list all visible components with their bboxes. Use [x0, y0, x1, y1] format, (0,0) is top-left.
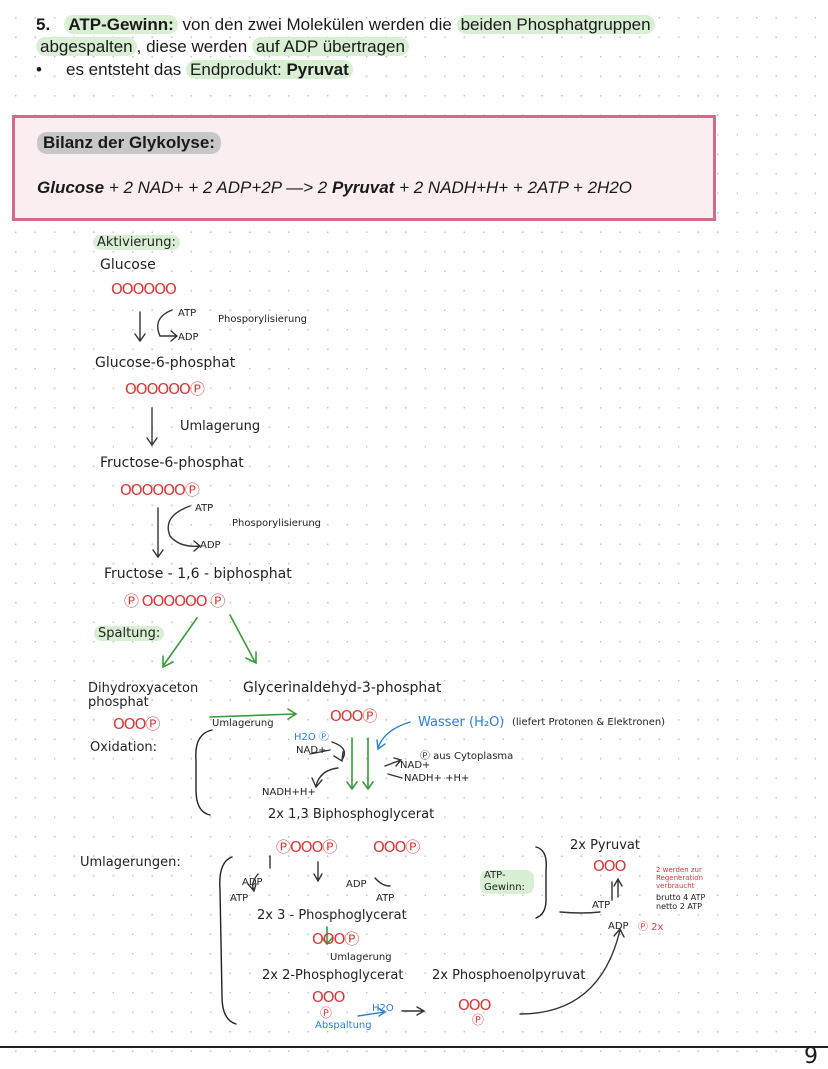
nad-plus-label: NAD+: [296, 745, 327, 756]
oxidation-label: Oxidation:: [90, 740, 158, 755]
step-highlight-3: auf ADP übertragen: [251, 37, 409, 56]
step5-bullet: • es entsteht das Endprodukt: Pyruvat: [36, 60, 353, 80]
dhap-molecule: OOOⓅ: [113, 715, 160, 733]
step-number: 5.: [36, 15, 51, 34]
step-text-1: von den zwei Molekülen werden die: [177, 15, 457, 34]
adp-label-3: ADP: [242, 877, 263, 888]
p-2x-label: Ⓟ 2x: [638, 922, 664, 933]
bpg-molecule-a: ⓅOOOⓅ: [276, 838, 337, 856]
f16bp-label: Fructose - 1,6 - biphosphat: [104, 566, 292, 582]
bpg-label: 2x 1,3 Biphosphoglycerat: [268, 807, 435, 822]
phosphorylierung-label-1: Phosporylisierung: [218, 314, 308, 325]
pg3-label: 2x 3 - Phosphoglycerat: [257, 908, 407, 923]
dhap-label: Dihydroxyaceton phosphat: [88, 681, 199, 710]
pg2-label: 2x 2-Phosphoglycerat: [262, 968, 404, 983]
umlagerung-label-1: Umlagerung: [180, 419, 261, 434]
bilanz-equation: Glucose + 2 NAD+ + 2 ADP+2P —> 2 Pyruvat…: [37, 178, 632, 198]
step5-paragraph: 5. ATP-Gewinn: von den zwei Molekülen we…: [36, 14, 736, 58]
step-highlight-2: abgespalten: [36, 37, 137, 56]
nadh-label-2: NADH+ +H+: [404, 773, 470, 784]
page-number: 9: [804, 1044, 818, 1069]
g6p-molecule: OOOOOOⓅ: [125, 380, 205, 398]
bilanz-title: Bilanz der Glykolyse:: [37, 132, 221, 154]
pyruvat-2x-label: 2x Pyruvat: [570, 838, 640, 853]
pg3-molecule: OOOⓅ: [312, 930, 359, 948]
pep-phosphate: Ⓟ: [472, 1013, 484, 1027]
g6p-label: Glucose-6-phosphat: [95, 355, 236, 371]
h2o-p-label: H2O Ⓟ: [294, 732, 329, 743]
spaltung-label: Spaltung:: [94, 626, 165, 641]
atp-label-2: ATP: [195, 503, 214, 514]
umlagerung-label-2: Umlagerung: [212, 718, 274, 729]
umlagerung-label-3: Umlagerung: [330, 952, 392, 963]
regeneration-note: 2 werden zur Regeneration verbraucht: [656, 866, 703, 890]
umlagerungen-label: Umlagerungen:: [80, 855, 181, 870]
h2o-label-2: H2O: [372, 1003, 394, 1014]
adp-label-1: ADP: [178, 332, 199, 343]
abspaltung-label: Abspaltung: [315, 1020, 372, 1031]
pyruvat-molecule: OOO: [593, 857, 626, 875]
pep-molecule: OOO: [458, 996, 491, 1014]
f6p-molecule: OOOOOOⓅ: [120, 481, 200, 499]
pg2-phosphate: Ⓟ: [320, 1006, 332, 1020]
adp-label-5: ADP: [608, 921, 629, 932]
step-text-2: , diese werden: [136, 37, 252, 56]
wasser-note: (liefert Protonen & Elektronen): [512, 717, 666, 728]
step-label: ATP-Gewinn:: [64, 15, 178, 34]
nadh-h-label: NADH+H+: [262, 787, 316, 798]
pg2-molecule: OOO: [312, 988, 345, 1006]
glucose-label: Glucose: [100, 257, 156, 273]
eq-glucose: Glucose: [37, 178, 105, 197]
wasser-label: Wasser (H₂O): [418, 715, 505, 730]
bullet-text: es entsteht das: [66, 60, 187, 79]
bullet-highlight: Endprodukt: Pyruvat: [186, 60, 353, 79]
eq-pyruvat: Pyruvat: [331, 178, 395, 197]
gap-label: Glycerinaldehyd-3-phosphat: [243, 680, 442, 696]
bilanz-box: Bilanz der Glykolyse: Glucose + 2 NAD+ +…: [12, 115, 716, 221]
atp-label-3: ATP: [230, 893, 249, 904]
atp-gewinn-label: ATP-Gewinn:: [480, 870, 534, 894]
endprodukt-label: Endprodukt:: [190, 60, 287, 79]
brutto-netto-note: brutto 4 ATP netto 2 ATP: [656, 893, 706, 911]
atp-label-1: ATP: [178, 308, 197, 319]
eq-part-2: + 2 NADH+H+ + 2ATP + 2H2O: [394, 178, 632, 197]
f6p-label: Fructose-6-phosphat: [100, 455, 244, 471]
page-divider: [0, 1046, 828, 1048]
step-highlight-1: beiden Phosphatgruppen: [456, 15, 655, 34]
f16bp-molecule: Ⓟ OOOOOO Ⓟ: [124, 592, 225, 610]
glucose-molecule: OOOOOO: [111, 280, 177, 298]
atp-label-5: ATP: [592, 900, 611, 911]
gap-molecule: OOOⓅ: [330, 707, 377, 725]
bullet-dot: •: [36, 60, 42, 79]
adp-label-4: ADP: [346, 879, 367, 890]
phosphorylierung-label-2: Phosporylisierung: [232, 518, 322, 529]
aktivierung-label: Aktivierung:: [93, 235, 180, 250]
nad-plus-label-2: NAD+: [400, 760, 431, 771]
eq-part-1: + 2 NAD+ + 2 ADP+2P —> 2: [104, 178, 332, 197]
atp-label-4: ATP: [376, 893, 395, 904]
adp-label-2: ADP: [200, 540, 221, 551]
pep-label: 2x Phosphoenolpyruvat: [432, 968, 586, 983]
pyruvat-label: Pyruvat: [286, 60, 349, 79]
aus-cytoplasma-label: Ⓟ aus Cytoplasma: [420, 751, 514, 762]
bpg-molecule-b: OOOⓅ: [373, 838, 420, 856]
